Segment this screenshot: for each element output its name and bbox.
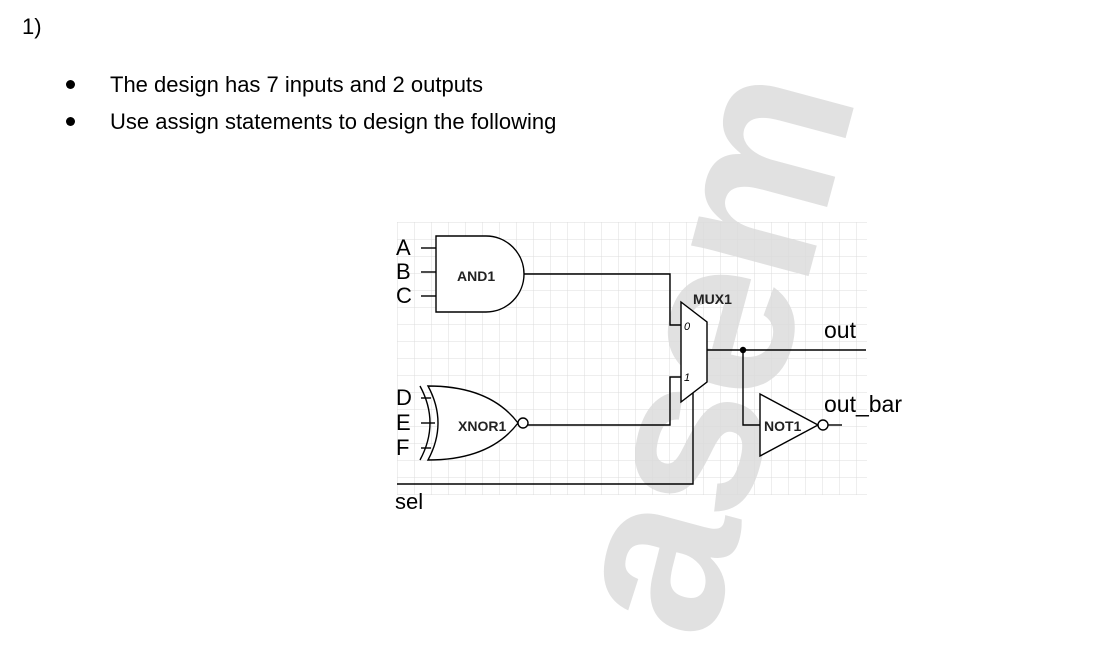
input-label-f: F	[396, 435, 409, 460]
xnor-gate	[426, 385, 519, 461]
question-number: 1)	[22, 14, 42, 39]
mux-label: MUX1	[693, 291, 732, 307]
instruction-list: The design has 7 inputs and 2 outputs Us…	[66, 66, 556, 140]
and-gate-label: AND1	[457, 268, 495, 284]
wire-and-to-mux	[524, 273, 681, 326]
not-gate-label: NOT1	[764, 418, 802, 434]
output-label-out-bar: out_bar	[824, 391, 902, 417]
wire-to-not	[742, 350, 760, 426]
mux	[680, 300, 708, 404]
and-gate	[435, 235, 525, 313]
xnor-gate-back-curve	[419, 385, 431, 461]
bullet-icon	[66, 117, 75, 126]
not-bubble	[817, 419, 829, 431]
not-gate	[759, 392, 820, 458]
circuit-diagram: A B C D E F sel AND1 XNOR1 MUX1 0 1 NOT1…	[395, 222, 902, 514]
junction-dot	[739, 346, 747, 354]
output-label-out: out	[824, 317, 857, 343]
mux-input-0-label: 0	[684, 321, 691, 333]
input-label-e: E	[396, 410, 411, 435]
input-label-d: D	[396, 385, 412, 410]
input-label-c: C	[396, 283, 412, 308]
instruction-text: Use assign statements to design the foll…	[110, 109, 557, 134]
xnor-gate-label: XNOR1	[458, 418, 506, 434]
input-label-sel: sel	[395, 489, 423, 514]
bullet-icon	[66, 80, 75, 89]
instruction-item: Use assign statements to design the foll…	[66, 103, 556, 140]
wire-xnor-to-mux	[528, 376, 681, 426]
instruction-item: The design has 7 inputs and 2 outputs	[66, 66, 556, 103]
instruction-text: The design has 7 inputs and 2 outputs	[110, 72, 484, 97]
mux-input-1-label: 1	[684, 372, 690, 384]
wire-sel	[397, 392, 694, 485]
input-label-a: A	[396, 235, 411, 260]
input-label-b: B	[396, 259, 411, 284]
xnor-bubble	[517, 417, 529, 429]
